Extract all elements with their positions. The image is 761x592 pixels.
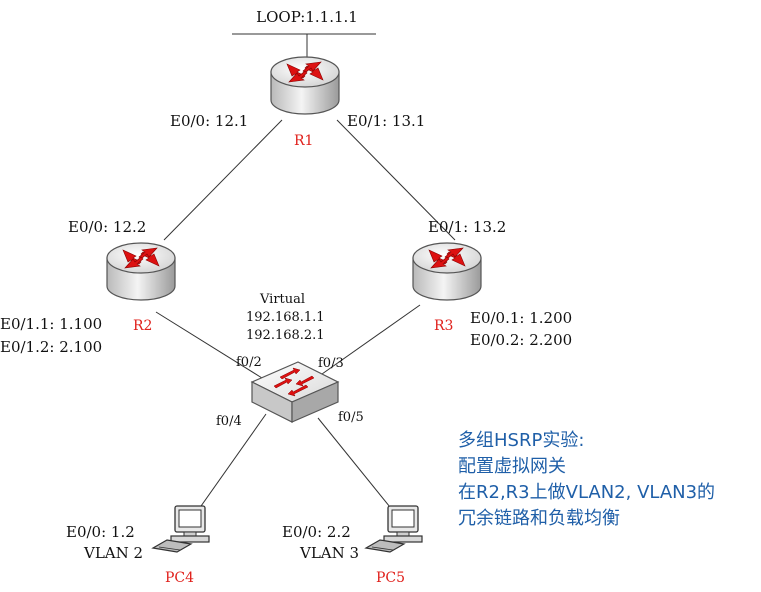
- r3-e01-label: E0/1: 13.2: [428, 218, 506, 236]
- r3-name-label: R3: [434, 318, 453, 334]
- link-r1-r3: [336, 119, 456, 241]
- r1-name-label: R1: [294, 133, 313, 149]
- r2-sub1-label: E0/1.1: 1.100: [0, 315, 102, 333]
- link-switch-pc4: [193, 413, 267, 517]
- note-line-3: 在R2,R3上做VLAN2, VLAN3的: [458, 482, 716, 503]
- port-f04-label: f0/4: [216, 414, 242, 429]
- link-switch-pc5: [317, 417, 395, 513]
- r2-name-label: R2: [133, 318, 152, 334]
- note-line-2: 配置虚拟网关: [458, 456, 566, 477]
- pc5-icon: [365, 505, 423, 553]
- loopback-label: LOOP:1.1.1.1: [256, 8, 358, 26]
- pc4-ip-label: E0/0: 1.2: [66, 523, 135, 541]
- note-line-4: 冗余链路和负载均衡: [458, 508, 620, 529]
- link-r1-r2: [163, 119, 283, 241]
- port-f02-label: f0/2: [236, 355, 262, 370]
- router-r1-icon: [270, 56, 340, 115]
- links: [155, 33, 456, 517]
- pc4-icon: [152, 505, 210, 553]
- virtual-ip-2: 192.168.2.1: [246, 328, 325, 343]
- pc5-vlan-label: VLAN 3: [299, 544, 359, 562]
- pc4-vlan-label: VLAN 2: [83, 544, 143, 562]
- experiment-note: 多组HSRP实验: 配置虚拟网关 在R2,R3上做VLAN2, VLAN3的 冗…: [458, 428, 758, 532]
- virtual-title: Virtual: [259, 292, 305, 307]
- router-r2-icon: [106, 242, 176, 301]
- link-r3-switch: [321, 304, 421, 375]
- r2-sub2-label: E0/1.2: 2.100: [0, 338, 102, 356]
- port-f05-label: f0/5: [338, 410, 364, 425]
- pc5-ip-label: E0/0: 2.2: [282, 523, 351, 541]
- link-r2-switch: [155, 311, 263, 379]
- switch-icon: [251, 361, 339, 423]
- pc5-name-label: PC5: [376, 570, 405, 586]
- r3-sub1-label: E0/0.1: 1.200: [470, 309, 572, 327]
- r3-sub2-label: E0/0.2: 2.200: [470, 331, 572, 349]
- router-r3-icon: [412, 242, 482, 301]
- r2-e00-label: E0/0: 12.2: [68, 218, 146, 236]
- virtual-ip-1: 192.168.1.1: [246, 310, 325, 325]
- note-line-1: 多组HSRP实验:: [458, 430, 585, 451]
- port-f03-label: f0/3: [318, 356, 344, 371]
- pc4-name-label: PC4: [165, 570, 194, 586]
- r1-e01-label: E0/1: 13.1: [347, 112, 425, 130]
- r1-e00-label: E0/0: 12.1: [170, 112, 248, 130]
